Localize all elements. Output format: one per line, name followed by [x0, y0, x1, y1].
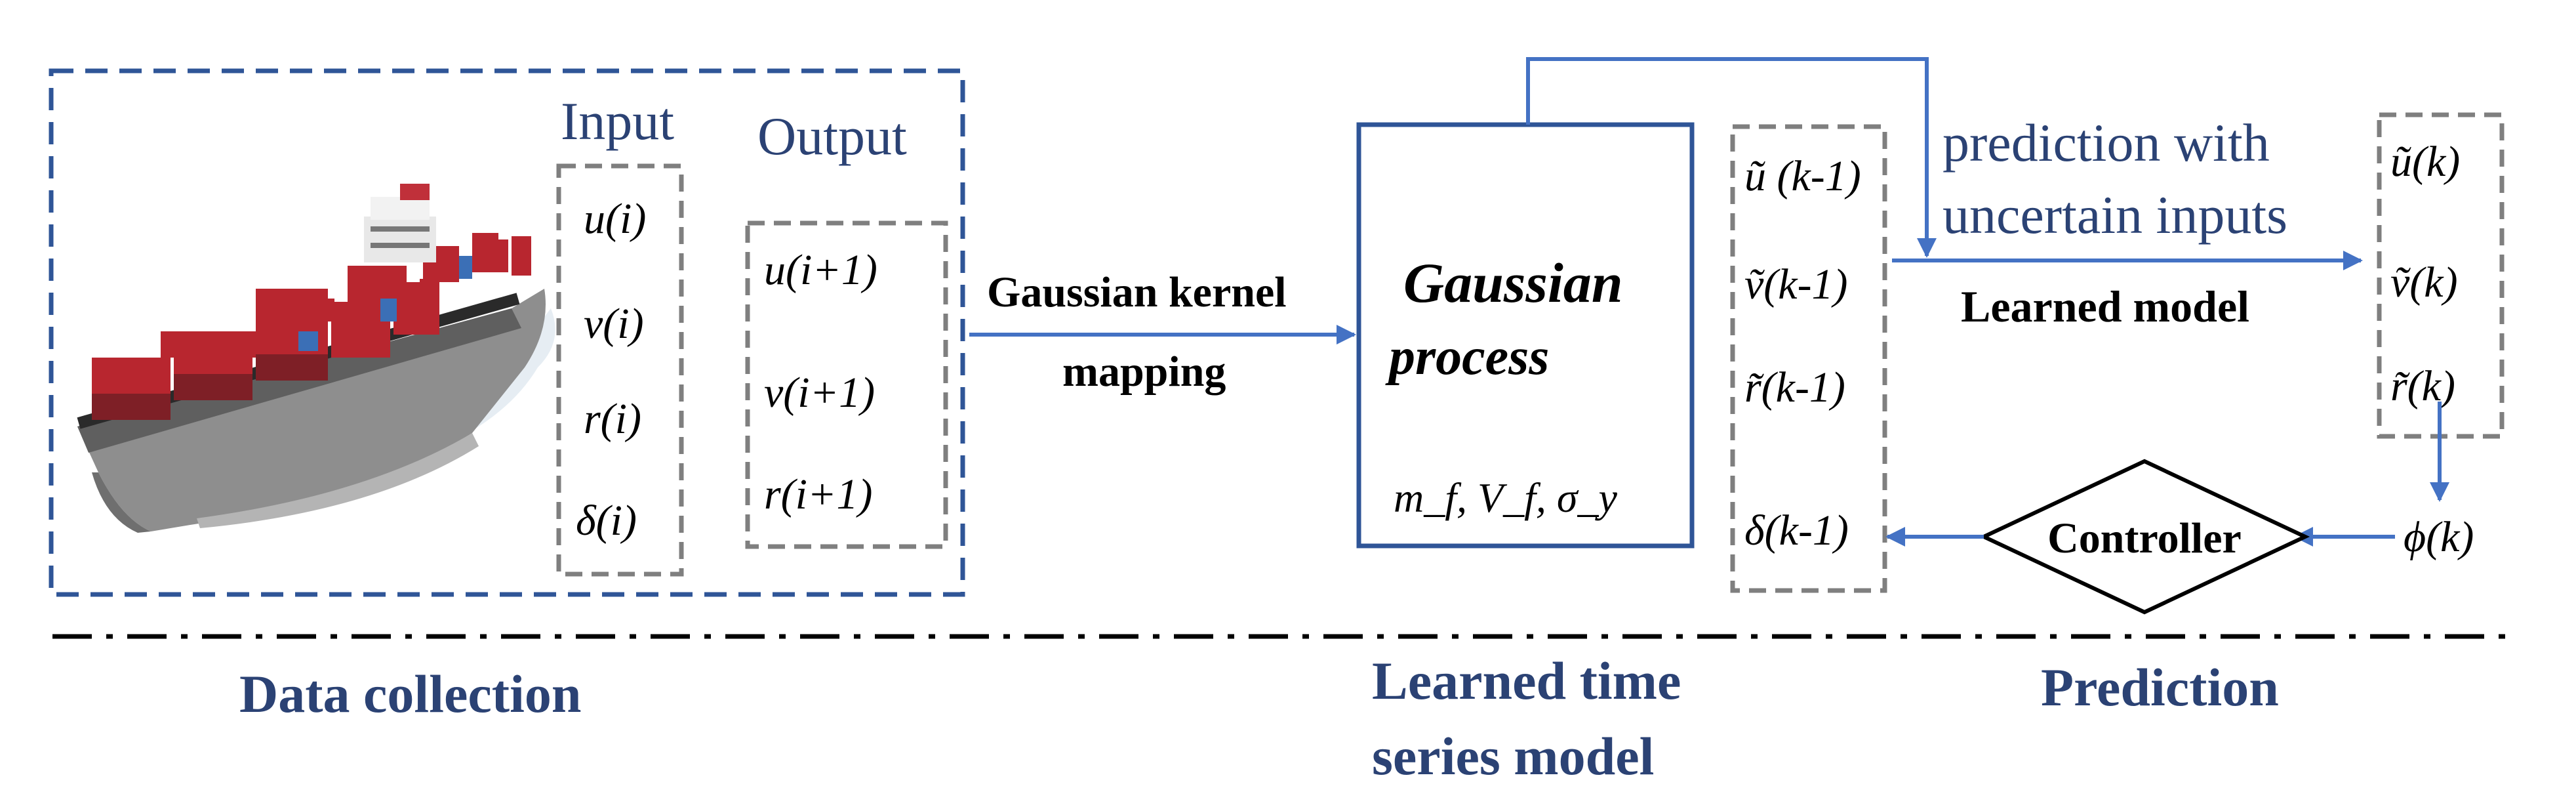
prev-state-box	[1730, 124, 1887, 593]
input-v: v(i)	[584, 300, 644, 348]
section-data-collection: Data collection	[239, 664, 581, 724]
controller-label: Controller	[2047, 514, 2242, 562]
next-state-u: ũ(k)	[2390, 138, 2460, 186]
gaussian-process-box	[1356, 122, 1695, 549]
learned-model-note-line2: uncertain inputs	[1942, 185, 2287, 245]
prev-state-u: ũ (k-1)	[1744, 152, 1861, 200]
next-state-r: r̃(k)	[2390, 362, 2455, 410]
next-state-v: ṽ(k)	[2390, 259, 2458, 306]
input-u: u(i)	[584, 195, 646, 243]
prev-state-v: ṽ(k-1)	[1744, 260, 1848, 308]
input-r: r(i)	[584, 395, 641, 443]
output-v: v(i+1)	[764, 369, 875, 417]
gp-parameters: m_f, V_f, σ_y	[1394, 474, 1617, 521]
section-learned-model-line2: series model	[1372, 726, 1654, 786]
gp-title-line1: Gaussian	[1403, 251, 1623, 314]
input-box	[556, 163, 684, 577]
gp-title-line2: process	[1385, 328, 1549, 386]
container-ship-image	[77, 184, 555, 533]
learned-model-label: Learned model	[1961, 281, 2249, 331]
prev-state-r: r̃(k-1)	[1744, 363, 1845, 411]
mapping-label-line1: Gaussian kernel	[987, 268, 1287, 316]
controller-input: ϕ(k)	[2404, 513, 2474, 561]
controller-diamond	[1979, 459, 2310, 615]
mapping-label-line2: mapping	[1062, 348, 1226, 396]
output-u: u(i+1)	[764, 246, 877, 294]
data-collection-frame	[49, 68, 965, 597]
section-prediction: Prediction	[2041, 657, 2279, 717]
output-box	[745, 220, 948, 549]
output-title: Output	[757, 106, 907, 166]
learned-model-note-line1: prediction with	[1942, 113, 2270, 173]
output-r: r(i+1)	[764, 470, 873, 518]
prev-state-delta: δ(k-1)	[1744, 507, 1849, 554]
input-delta: δ(i)	[576, 497, 637, 545]
section-learned-model-line1: Learned time	[1372, 651, 1681, 711]
input-title: Input	[561, 91, 674, 151]
feedback-loop-arrow	[1526, 57, 1937, 258]
